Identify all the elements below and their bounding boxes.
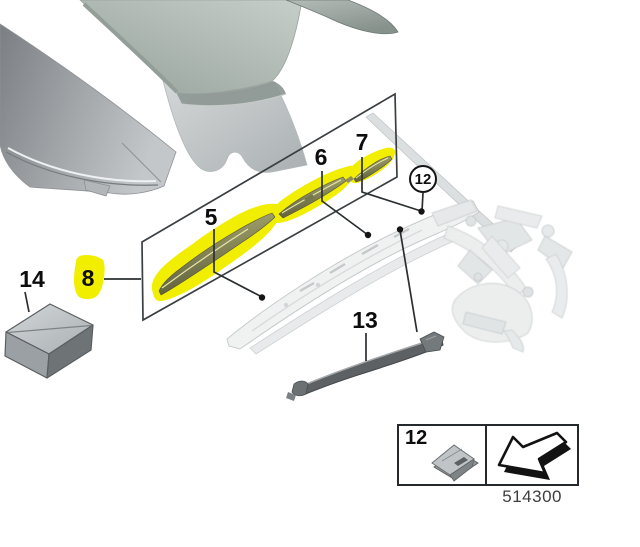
highlight-marker-8	[74, 255, 105, 300]
leader-dot	[258, 294, 266, 301]
callout-12-circled[interactable]: 12	[409, 165, 437, 193]
highlight-frame	[141, 92, 398, 322]
legend-box: 12	[397, 424, 579, 486]
legend-item-number: 12	[405, 427, 428, 449]
leader-line-12	[421, 192, 424, 212]
seal-rail-5	[158, 212, 276, 296]
callout-14[interactable]: 14	[19, 266, 45, 292]
leader-line-7	[361, 157, 422, 212]
parts-box-14	[4, 303, 94, 379]
direction-arrow-icon	[497, 431, 571, 480]
side-rail-part-13	[286, 331, 445, 401]
seal-rail-7	[353, 155, 393, 183]
leader-dot	[418, 208, 425, 215]
top-linkage-mechanism	[431, 199, 573, 353]
callout-5[interactable]: 5	[204, 204, 218, 230]
callout-13[interactable]: 13	[352, 307, 378, 333]
roof-shell-panel	[0, 23, 177, 197]
leader-line-14	[24, 291, 30, 313]
retaining-clip-icon	[431, 444, 479, 482]
leader-dot	[364, 231, 372, 239]
front-bow-rail	[226, 200, 480, 355]
legend-arrow-cell[interactable]	[487, 426, 577, 484]
callout-7[interactable]: 7	[355, 129, 369, 155]
leader-lines	[24, 157, 424, 361]
highlighted-seal-rails	[151, 147, 395, 302]
leader-line-13-position	[399, 229, 418, 333]
callout-8[interactable]: 8	[81, 265, 95, 291]
leader-dot	[396, 226, 404, 233]
leader-dots	[258, 208, 425, 301]
legend-item-cell[interactable]: 12	[399, 426, 487, 484]
leader-line-5	[213, 229, 263, 298]
roof-layer-sliver	[285, 0, 399, 35]
drawing-number: 514300	[502, 487, 562, 506]
leader-line-6	[321, 171, 369, 236]
callout-6[interactable]: 6	[314, 144, 328, 170]
rear-window-panel	[79, 0, 308, 173]
